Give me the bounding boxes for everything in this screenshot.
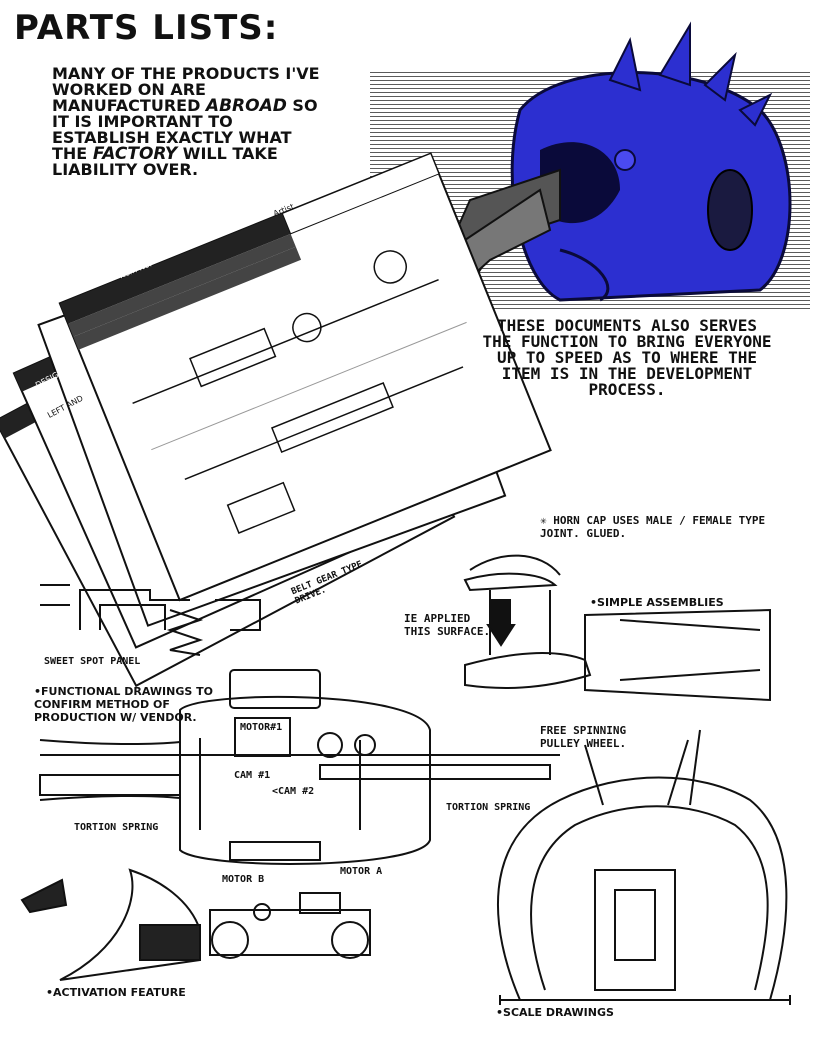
intro-text: MANY OF THE PRODUCTS I'VE WORKED ON ARE …	[52, 64, 320, 179]
tortion-spring-right-label: TORTION SPRING	[446, 802, 531, 813]
functional-drawings-caption: •FUNCTIONAL DRAWINGS TO CONFIRM METHOD O…	[34, 685, 213, 724]
spring-diagram	[40, 584, 261, 656]
activation-feature-caption: •ACTIVATION FEATURE	[46, 986, 186, 999]
cam2-label: <CAM #2	[272, 786, 315, 797]
tortion-spring-left-label: TORTION SPRING	[74, 822, 159, 833]
functional-drawing	[39, 669, 560, 865]
design-sheets	[0, 152, 552, 688]
applied-surface-note: IE APPLIED THIS SURFACE.	[404, 612, 491, 638]
motor-b-label: MOTOR B	[222, 874, 265, 885]
documents-note: THESE DOCUMENTS ALSO SERVES THE FUNCTION…	[482, 316, 772, 399]
activation-drawing	[20, 868, 371, 981]
cam1-label: CAM #1	[234, 770, 271, 781]
simple-assemblies-caption: •SIMPLE ASSEMBLIES	[590, 596, 724, 609]
free-spinning-note: FREE SPINNING PULLEY WHEEL.	[540, 724, 627, 750]
horn-cap-note: ✳ HORN CAP USES MALE / FEMALE TYPE JOINT…	[540, 514, 766, 540]
assembly-drawing	[463, 554, 771, 702]
page-title: PARTS LISTS:	[14, 8, 279, 48]
motor-a-label: MOTOR A	[340, 866, 383, 877]
motor1-label: MOTOR#1	[240, 722, 283, 733]
sweet-spot-note: SWEET SPOT PANEL	[44, 656, 141, 667]
scale-drawings-caption: •SCALE DRAWINGS	[496, 1006, 614, 1019]
scale-drawing	[497, 729, 791, 1005]
